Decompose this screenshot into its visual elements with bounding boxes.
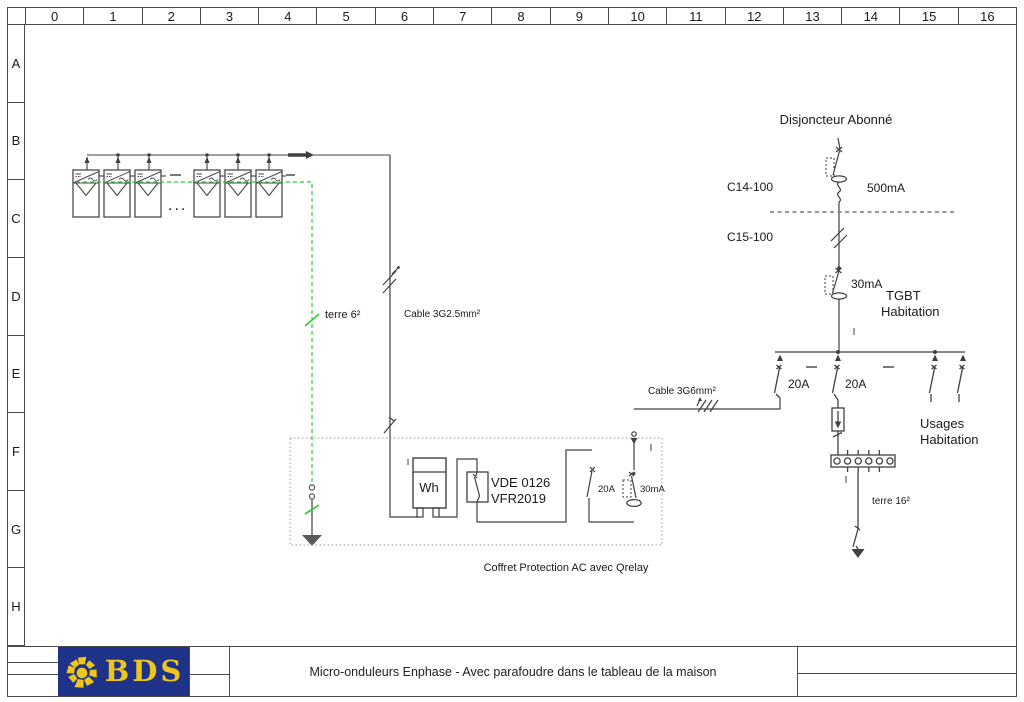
column-label: 1	[84, 8, 143, 24]
logo-text: BDS	[104, 654, 185, 688]
20a-mid-label: 20A	[845, 377, 866, 391]
coffret-30ma-label: 30mA	[640, 484, 665, 495]
tgbt-label-2: Habitation	[881, 304, 940, 319]
column-label: 10	[609, 8, 668, 24]
column-label: 11	[667, 8, 726, 24]
column-label: 4	[259, 8, 318, 24]
earth-electrode	[851, 525, 865, 558]
usages-label-1: Usages	[920, 416, 965, 431]
disjoncteur-title: Disjoncteur Abonné	[780, 112, 893, 127]
500ma-label: 500mA	[867, 181, 905, 195]
column-ruler: 0 1 2 3 4 5 6 7 8 9 10 11 12 13 14 15 16	[7, 7, 1017, 25]
vde2-label: VFR2019	[491, 491, 546, 506]
earth-pe-line	[76, 181, 322, 546]
row-label: C	[8, 180, 24, 258]
coffret-20a-label: 20A	[598, 484, 616, 495]
earth-tick-icon	[304, 504, 320, 515]
vde1-label: VDE 0126	[491, 475, 550, 490]
thermal-element-icon	[836, 181, 842, 203]
drawing-title: Micro-onduleurs Enphase - Avec parafoudr…	[309, 664, 717, 679]
ac-main-run	[382, 155, 419, 518]
coffret-box	[289, 437, 663, 546]
coffret-30ma-differential	[622, 431, 642, 508]
30ma-label: 30mA	[851, 277, 882, 291]
title-block-divider	[189, 647, 190, 696]
title-block: BDS Micro-onduleurs Enphase - Avec paraf…	[7, 646, 1017, 697]
earth-terminal-bar	[830, 450, 896, 472]
terre6-label: terre 6²	[325, 309, 361, 321]
column-label: 5	[317, 8, 376, 24]
cable-marker-icon	[696, 397, 719, 413]
c14-label: C14-100	[727, 180, 773, 194]
terre16-label: terre 16²	[872, 496, 910, 507]
row-label: B	[8, 103, 24, 181]
bds-sun-icon	[66, 656, 97, 688]
column-label: 14	[842, 8, 901, 24]
c15-label: C15-100	[727, 230, 773, 244]
column-label: 7	[434, 8, 493, 24]
column-label: 2	[143, 8, 201, 24]
row-label: G	[8, 491, 24, 569]
coffret-protection-ac	[289, 431, 663, 546]
pv-microinverter-array: ...	[72, 151, 390, 218]
coffret-20a-switch	[586, 466, 634, 523]
tgbt-30ma-differential	[824, 267, 848, 300]
disjoncteur-abonne-chain	[770, 137, 957, 352]
title-block-divider	[189, 674, 229, 675]
row-label: H	[8, 568, 24, 646]
company-logo: BDS	[58, 647, 189, 696]
column-label: 8	[492, 8, 551, 24]
wh-meter	[412, 457, 447, 518]
parafoudre-spd	[831, 407, 845, 455]
earth-ground-icon	[851, 549, 865, 558]
tgbt-label-1: TGBT	[886, 288, 921, 303]
column-label: 13	[784, 8, 843, 24]
title-block-divider	[797, 673, 1017, 674]
column-label: 3	[201, 8, 260, 24]
breaker-20a-mid	[831, 354, 841, 408]
connector-icon	[288, 151, 314, 159]
wh-label: Wh	[419, 480, 439, 495]
cable-marker-icon	[830, 227, 848, 249]
column-label: 0	[26, 8, 85, 24]
cable-marker-icon	[382, 266, 400, 294]
earth-ground-icon	[302, 535, 322, 546]
column-label: 6	[376, 8, 435, 24]
title-block-divider	[8, 662, 58, 663]
ellipsis-label: ...	[168, 197, 187, 214]
column-label: 15	[900, 8, 959, 24]
title-block-divider	[8, 674, 58, 675]
cable6-label: Cable 3G6mm²	[648, 386, 716, 397]
column-label: 9	[551, 8, 609, 24]
cable6-run	[634, 397, 781, 413]
tgbt-bus	[773, 350, 966, 558]
cable25-label: Cable 3G2.5mm²	[404, 309, 481, 320]
switch-blade-icon	[383, 418, 397, 434]
row-label: E	[8, 336, 24, 414]
column-label: 12	[726, 8, 784, 24]
row-ruler: A B C D E F G H	[7, 25, 25, 646]
breaker-20a-left	[773, 354, 783, 399]
usages-label-2: Habitation	[920, 432, 979, 447]
earth-tick-icon	[304, 313, 320, 327]
20a-left-label: 20A	[788, 377, 809, 391]
ac-taps	[84, 153, 312, 170]
row-label: D	[8, 258, 24, 336]
ruler-corner	[8, 8, 26, 24]
vde-relay	[466, 471, 489, 503]
column-label: 16	[980, 8, 995, 24]
title-block-divider	[229, 647, 230, 696]
row-label: F	[8, 413, 24, 491]
usages-feeders	[928, 354, 966, 402]
row-label: A	[8, 25, 24, 103]
coffret-caption: Coffret Protection AC avec Qrelay	[484, 562, 649, 574]
title-block-divider	[797, 647, 798, 696]
